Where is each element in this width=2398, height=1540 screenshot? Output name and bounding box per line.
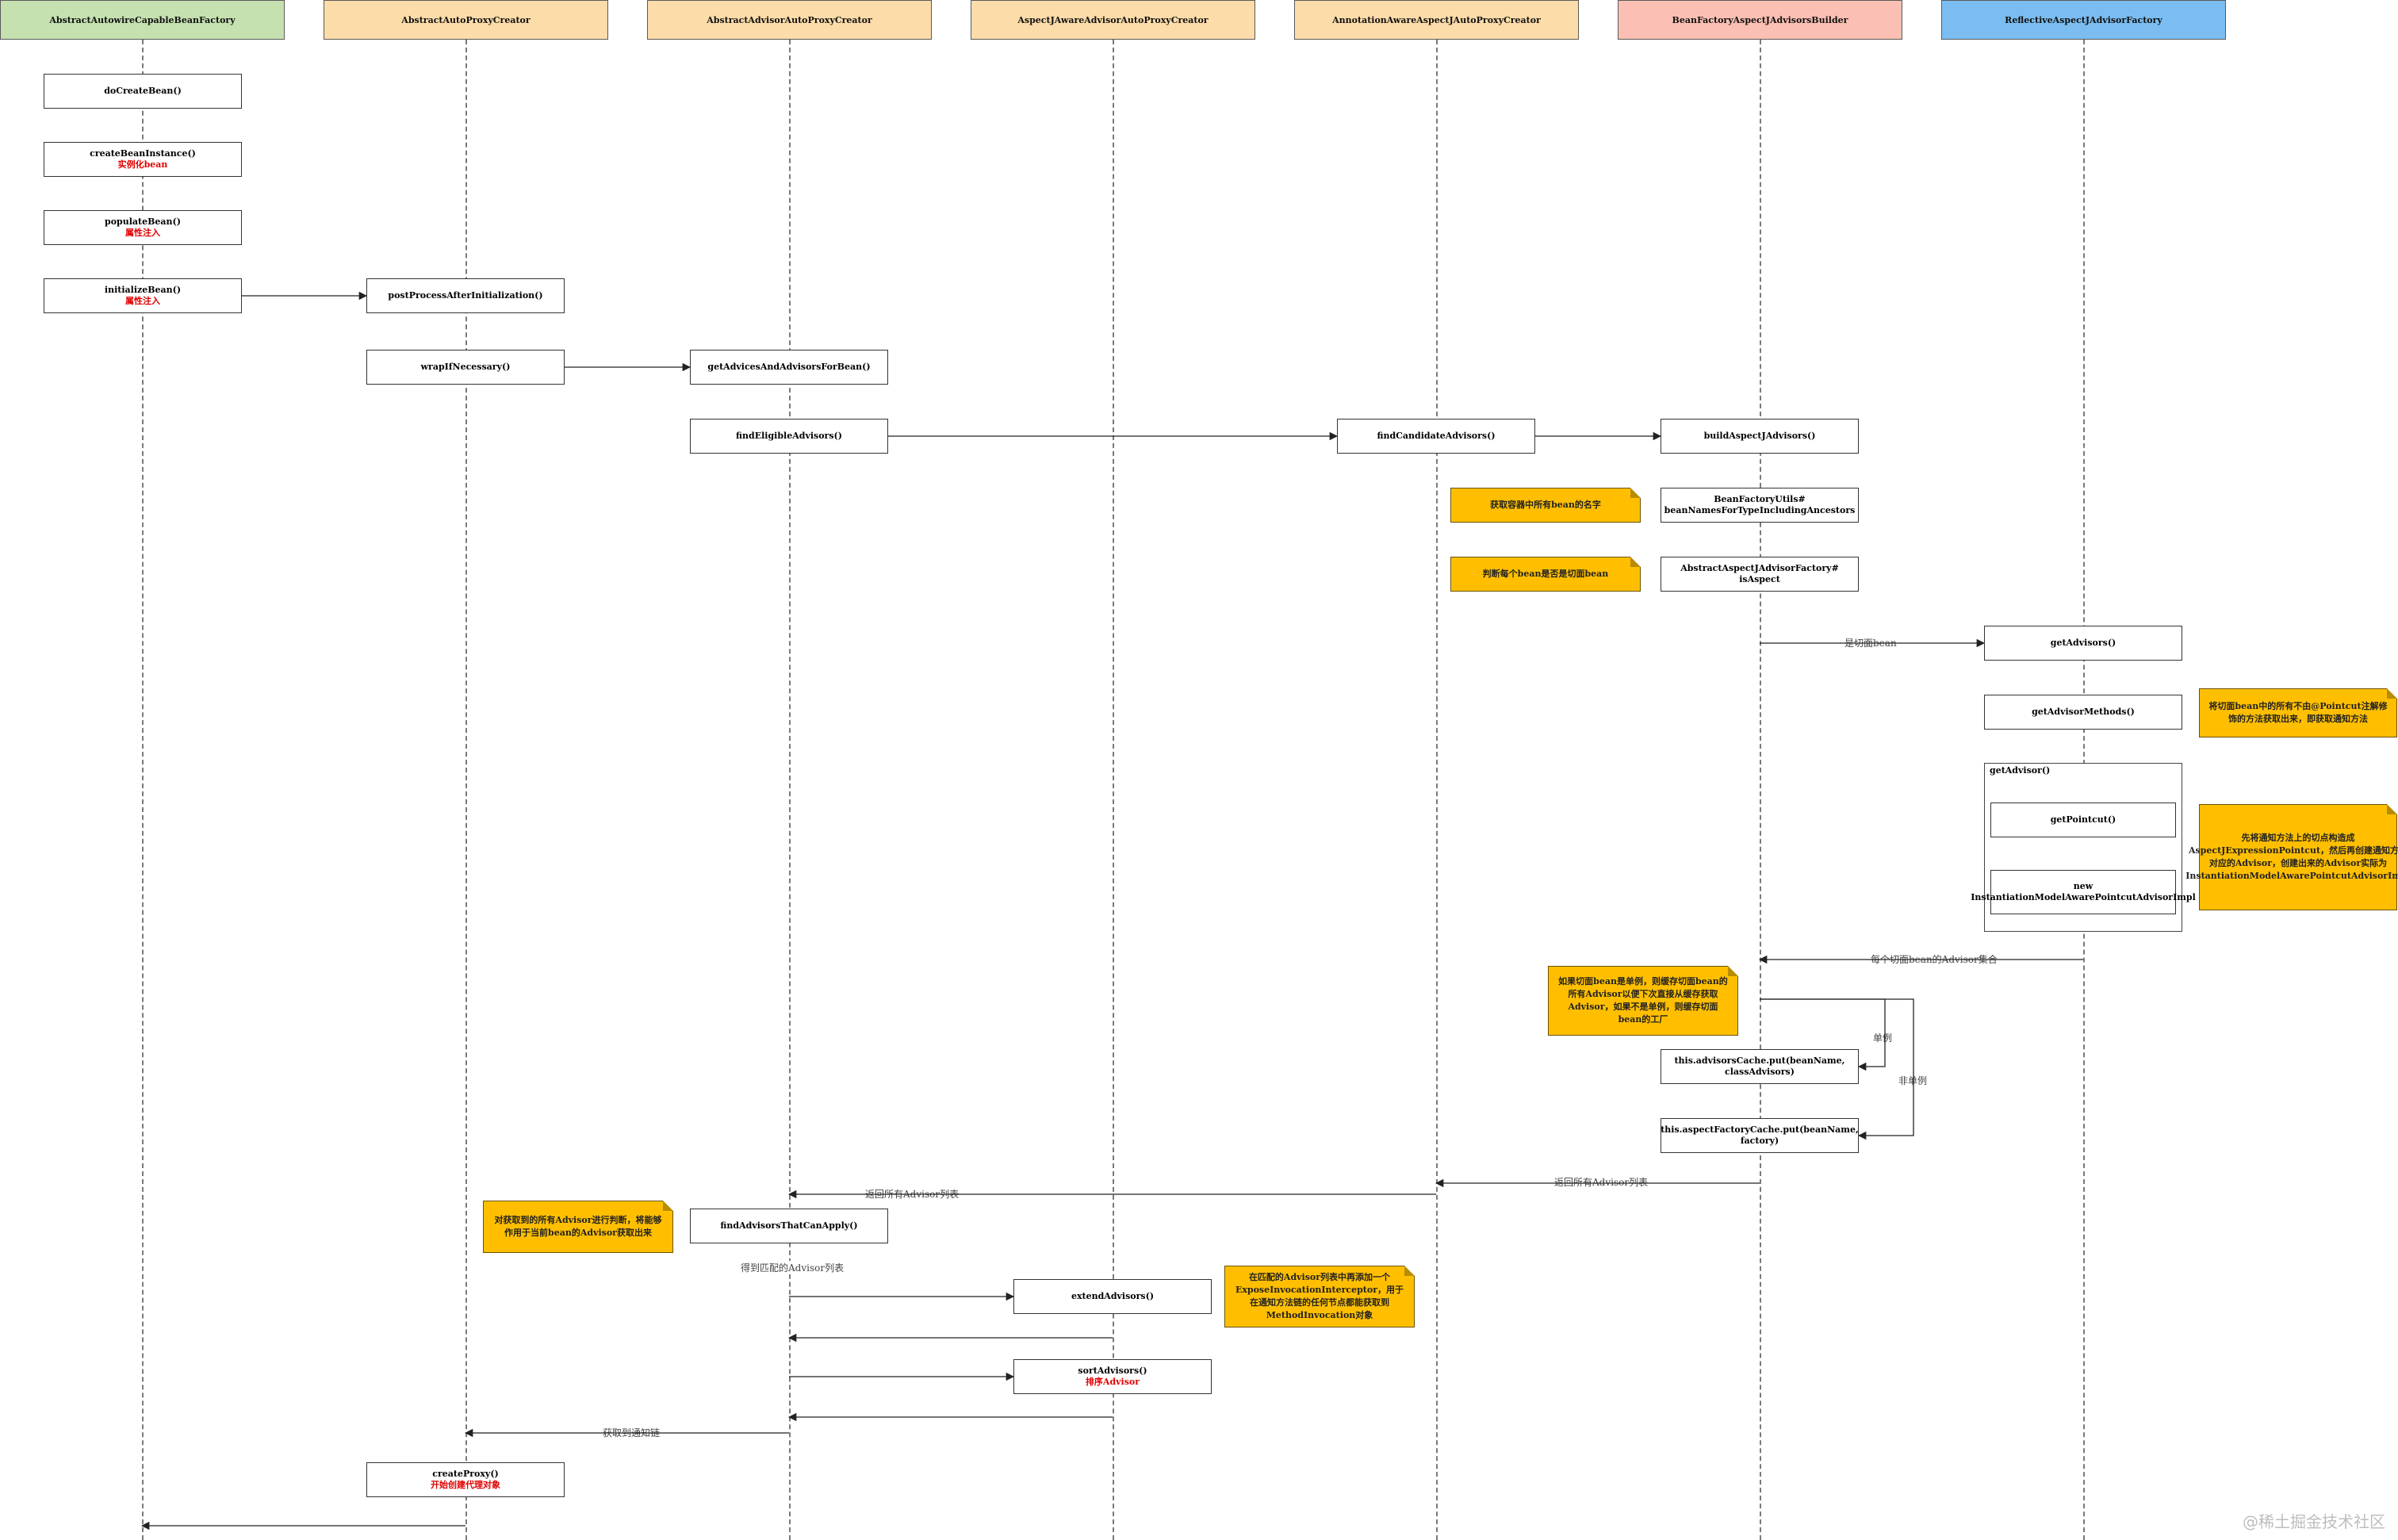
note-advisor-methods: 将切面bean中的所有不由@Pointcut注解修饰的方法获取出来，即获取通知方…	[2199, 688, 2397, 737]
box-title: findCandidateAdvisors()	[1377, 431, 1496, 441]
build-aspectj-advisors-box: buildAspectJAdvisors()	[1661, 419, 1859, 454]
lane-header-abstract-autowire-capable-bean-factory: AbstractAutowireCapableBeanFactory	[0, 0, 285, 40]
initialize-bean-box: initializeBean() 属性注入	[44, 278, 242, 313]
aspect-factory-cache-put-box: this.aspectFactoryCache.put(beanName, fa…	[1661, 1118, 1859, 1153]
box-title-line2: beanNamesForTypeIncludingAncestors	[1664, 505, 1856, 515]
get-advisor-methods-box: getAdvisorMethods()	[1984, 695, 2182, 730]
box-title: doCreateBean()	[104, 86, 182, 96]
box-title-line2: classAdvisors)	[1725, 1067, 1795, 1077]
lifeline	[142, 40, 144, 1540]
get-advices-and-advisors-for-bean-box: getAdvicesAndAdvisorsForBean()	[690, 350, 888, 385]
box-subtitle: 开始创建代理对象	[431, 1480, 500, 1490]
create-bean-instance-box: createBeanInstance() 实例化bean	[44, 142, 242, 177]
get-pointcut-box: getPointcut()	[1990, 803, 2176, 837]
note-extend-advisors: 在匹配的Advisor列表中再添加一个ExposeInvocationInter…	[1224, 1266, 1415, 1327]
box-title: buildAspectJAdvisors()	[1703, 431, 1816, 441]
find-eligible-advisors-box: findEligibleAdvisors()	[690, 419, 888, 454]
lifeline	[789, 40, 791, 1540]
message-arrow	[1760, 998, 1914, 1140]
box-title: AbstractAspectJAdvisorFactory#	[1680, 563, 1839, 573]
note-filter-advisors: 对获取到的所有Advisor进行判断，将能够作用于当前bean的Advisor获…	[483, 1201, 673, 1253]
do-create-bean-box: doCreateBean()	[44, 74, 242, 109]
box-title: new	[2073, 881, 2093, 891]
label-return-advisors-builder: 返回所有Advisor列表	[1551, 1175, 1652, 1189]
lifeline	[465, 40, 467, 1540]
box-title: getAdvisors()	[2050, 638, 2116, 648]
box-title: initializeBean()	[104, 285, 182, 295]
wrap-if-necessary-box: wrapIfNecessary()	[366, 350, 565, 385]
lane-header-annotation-aware-aspectj-auto-proxy-creator: AnnotationAwareAspectJAutoProxyCreator	[1294, 0, 1579, 40]
watermark: @稀土掘金技术社区	[2243, 1512, 2385, 1531]
box-title: this.advisorsCache.put(beanName,	[1674, 1055, 1845, 1066]
find-advisors-that-can-apply-box: findAdvisorsThatCanApply()	[690, 1209, 888, 1243]
new-advisor-impl-box: new InstantiationModelAwarePointcutAdvis…	[1971, 870, 2196, 914]
lane-header-aspectj-aware-advisor-auto-proxy-creator: AspectJAwareAdvisorAutoProxyCreator	[971, 0, 1255, 40]
lane-header-bean-factory-aspectj-advisors-builder: BeanFactoryAspectJAdvisorsBuilder	[1618, 0, 1902, 40]
box-title-line2: isAspect	[1739, 574, 1780, 584]
is-aspect-box: AbstractAspectJAdvisorFactory# isAspect	[1661, 557, 1859, 592]
box-title: getAdvisorMethods()	[2032, 707, 2135, 717]
lifeline	[1113, 40, 1114, 1540]
bean-names-for-type-box: BeanFactoryUtils# beanNamesForTypeInclud…	[1661, 488, 1859, 523]
lifeline	[1436, 40, 1438, 1540]
frame-title: getAdvisor()	[1990, 765, 2051, 776]
label-matched-advisors: 得到匹配的Advisor列表	[737, 1261, 848, 1274]
box-title: findAdvisorsThatCanApply()	[720, 1220, 858, 1231]
sort-advisors-box: sortAdvisors() 排序Advisor	[1013, 1359, 1212, 1394]
label-non-singleton: 非单例	[1895, 1074, 1931, 1087]
box-subtitle: 实例化bean	[117, 159, 168, 170]
lifeline	[1760, 40, 1761, 1540]
note-cache-advisors: 如果切面bean是单例，则缓存切面bean的所有Advisor以便下次直接从缓存…	[1548, 966, 1738, 1036]
find-candidate-advisors-box: findCandidateAdvisors()	[1337, 419, 1535, 454]
populate-bean-box: populateBean() 属性注入	[44, 210, 242, 245]
advisors-cache-put-box: this.advisorsCache.put(beanName, classAd…	[1661, 1049, 1859, 1084]
create-proxy-box: createProxy() 开始创建代理对象	[366, 1462, 565, 1497]
box-subtitle: 属性注入	[125, 228, 160, 238]
get-advisors-box: getAdvisors()	[1984, 626, 2182, 661]
message-arrow	[1760, 998, 1886, 1071]
box-title: getPointcut()	[2050, 814, 2116, 825]
box-title: BeanFactoryUtils#	[1714, 494, 1806, 504]
box-subtitle: 排序Advisor	[1085, 1377, 1140, 1387]
label-singleton: 单例	[1870, 1031, 1896, 1044]
box-title: getAdvicesAndAdvisorsForBean()	[707, 362, 871, 372]
box-title: populateBean()	[105, 216, 181, 227]
box-title: this.aspectFactoryCache.put(beanName, fa…	[1661, 1124, 1859, 1146]
note-is-aspect-bean: 判断每个bean是否是切面bean	[1450, 557, 1641, 592]
extend-advisors-box: extendAdvisors()	[1013, 1279, 1212, 1314]
box-title: createProxy()	[432, 1469, 499, 1479]
box-title: findEligibleAdvisors()	[736, 431, 842, 441]
note-build-pointcut: 先将通知方法上的切点构造成AspectJExpressionPointcut，然…	[2185, 804, 2398, 910]
box-title: sortAdvisors()	[1078, 1366, 1147, 1376]
box-title: extendAdvisors()	[1071, 1291, 1155, 1301]
box-title-line2: InstantiationModelAwarePointcutAdvisorIm…	[1971, 892, 2196, 902]
box-title: wrapIfNecessary()	[420, 362, 511, 372]
lane-header-abstract-advisor-auto-proxy-creator: AbstractAdvisorAutoProxyCreator	[647, 0, 932, 40]
lane-header-abstract-auto-proxy-creator: AbstractAutoProxyCreator	[324, 0, 608, 40]
note-get-bean-names: 获取容器中所有bean的名字	[1450, 488, 1641, 523]
lane-header-reflective-aspectj-advisor-factory: ReflectiveAspectJAdvisorFactory	[1941, 0, 2226, 40]
box-title: createBeanInstance()	[90, 148, 196, 159]
box-title: postProcessAfterInitialization()	[388, 290, 543, 301]
box-subtitle: 属性注入	[125, 296, 160, 306]
